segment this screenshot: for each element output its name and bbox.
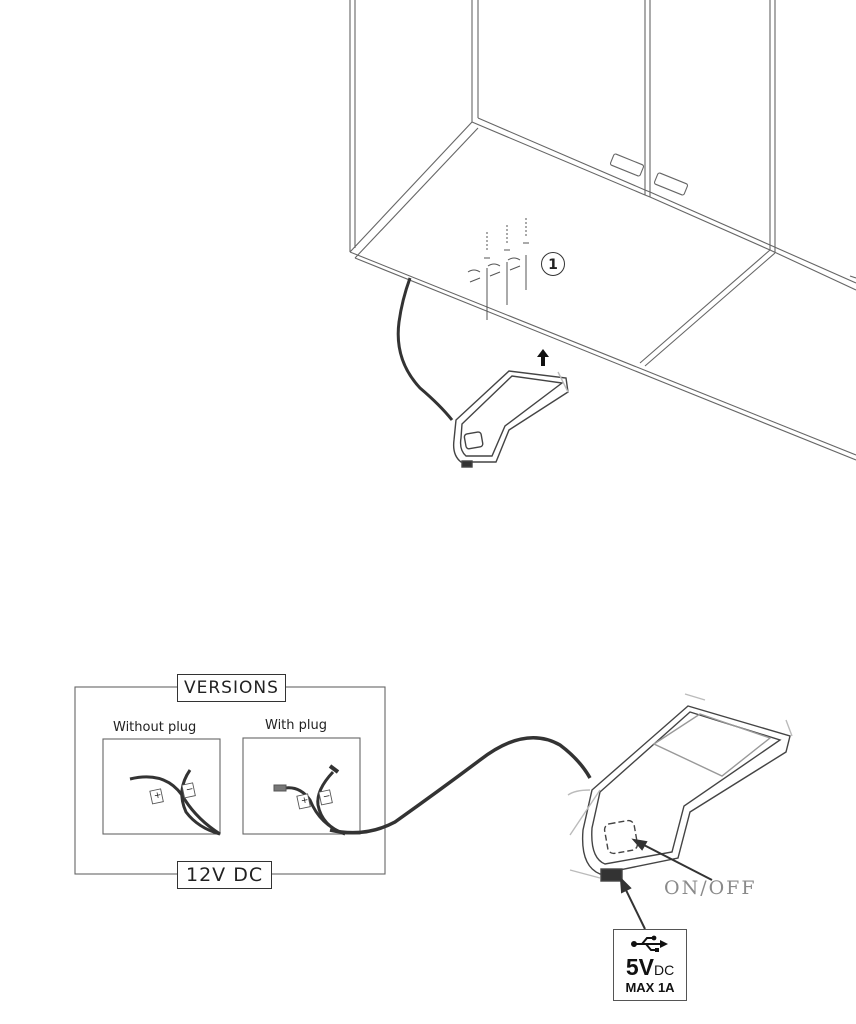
power-cable-main (329, 736, 592, 835)
lamp-detail-view (567, 693, 793, 882)
on-off-switch-label: ON/OFF (664, 877, 757, 899)
voltage-label: 12V DC (177, 861, 273, 889)
usb-port-spec: 5VDC MAX 1A (613, 929, 687, 1001)
versions-frame (74, 686, 386, 875)
with-plug-label: With plug (265, 718, 328, 733)
step-number-badge: 1 (541, 252, 565, 276)
wires-without-plug (129, 769, 221, 836)
without-plug-label: Without plug (113, 720, 197, 735)
usb-voltage-suffix: DC (653, 962, 675, 978)
usb-icon (631, 935, 668, 952)
power-cable-top (396, 277, 454, 421)
wall-cabinet (349, 0, 856, 461)
wires-with-plug (273, 764, 346, 836)
polarity-markers-without-plug (149, 782, 196, 805)
lamp-top-view (452, 370, 569, 468)
usb-voltage: 5VDC (614, 954, 686, 983)
polarity-markers-with-plug (296, 789, 333, 810)
mounting-arrow-icon (537, 349, 549, 366)
versions-title: VERSIONS (177, 674, 286, 702)
mounting-screws (467, 218, 529, 320)
usb-voltage-value: 5V (625, 954, 654, 980)
callout-lines (619, 838, 713, 930)
usb-max-current: MAX 1A (625, 980, 675, 995)
